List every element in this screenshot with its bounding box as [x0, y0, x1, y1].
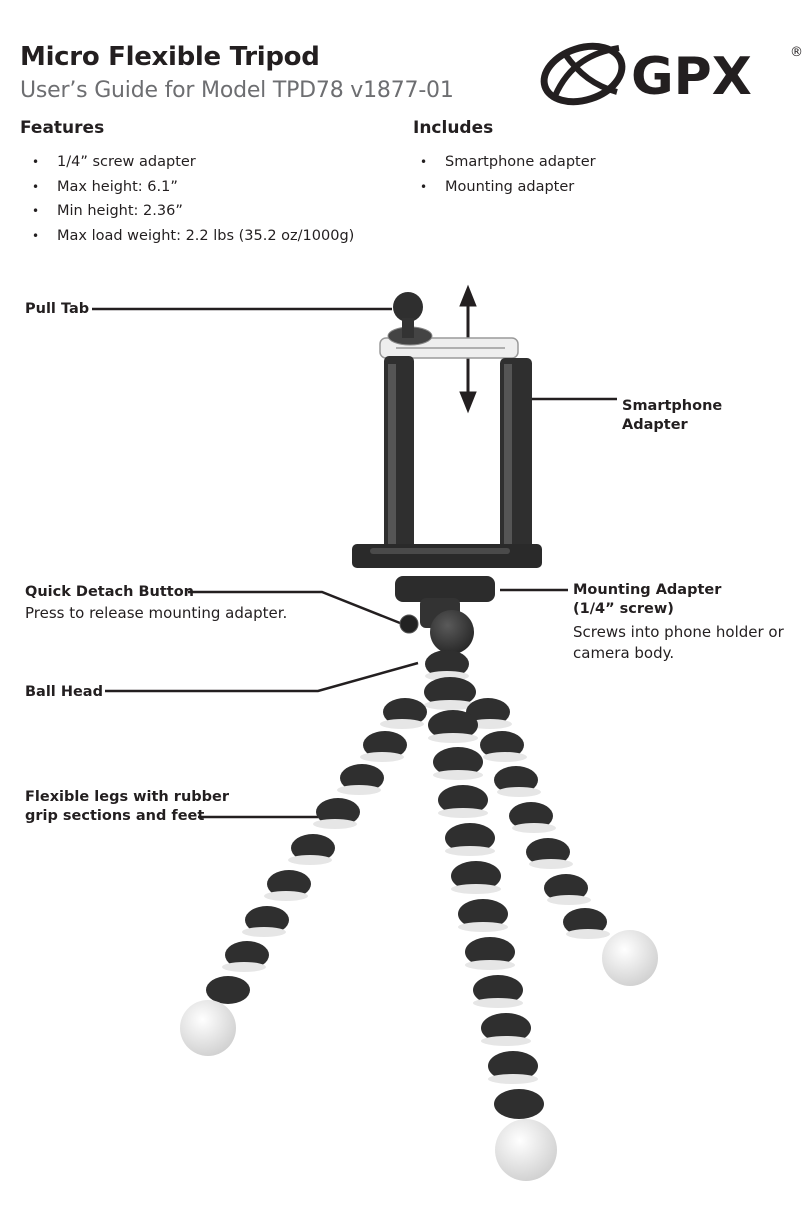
features-list: 1/4” screw adapter Max height: 6.1” Min …	[20, 150, 354, 248]
list-item: Smartphone adapter	[408, 150, 596, 175]
smartphone-adapter-label-line2: Adapter	[622, 417, 688, 433]
list-item: Min height: 2.36”	[20, 199, 354, 224]
page-title: Micro Flexible Tripod	[20, 42, 320, 72]
gpx-logo: GPX ®	[540, 42, 803, 107]
features-heading: Features	[20, 118, 105, 138]
list-item: Mounting adapter	[408, 175, 596, 200]
logo-text: GPX	[631, 47, 752, 107]
includes-list: Smartphone adapter Mounting adapter	[408, 150, 596, 199]
list-item: Max height: 6.1”	[20, 175, 354, 200]
right-foot	[602, 930, 658, 986]
pull-tab-label: Pull Tab	[25, 301, 90, 317]
list-item: 1/4” screw adapter	[20, 150, 354, 175]
ball-head	[430, 610, 474, 654]
center-foot	[495, 1119, 557, 1181]
legs-label-line1: Flexible legs with rubber	[25, 789, 230, 805]
registered-mark: ®	[790, 45, 803, 60]
mounting-adapter-label-line2: (1/4” screw)	[573, 601, 674, 617]
list-item: Max load weight: 2.2 lbs (35.2 oz/1000g)	[20, 224, 354, 249]
callout-lines	[92, 307, 617, 819]
mounting-adapter-desc-line2: camera body.	[573, 644, 675, 662]
tripod-legs	[180, 650, 658, 1181]
includes-heading: Includes	[413, 118, 494, 138]
legs-label-line2: grip sections and feet	[25, 808, 205, 824]
mounting-adapter-label-line1: Mounting Adapter	[573, 582, 722, 598]
tripod-illustration	[92, 284, 658, 1181]
gpx-swirl-icon	[540, 42, 626, 106]
page-subtitle: User’s Guide for Model TPD78 v1877-01	[20, 78, 454, 103]
pull-tab-knob	[387, 292, 433, 346]
ball-head-label: Ball Head	[25, 684, 103, 700]
left-foot	[180, 1000, 236, 1056]
quick-detach-label: Quick Detach Button	[25, 584, 194, 600]
smartphone-adapter-label-line1: Smartphone	[622, 398, 723, 414]
mounting-adapter-desc-line1: Screws into phone holder or	[573, 623, 784, 641]
smartphone-adapter	[352, 337, 542, 568]
quick-detach-description: Press to release mounting adapter.	[25, 604, 288, 622]
mounting-adapter	[395, 576, 495, 634]
